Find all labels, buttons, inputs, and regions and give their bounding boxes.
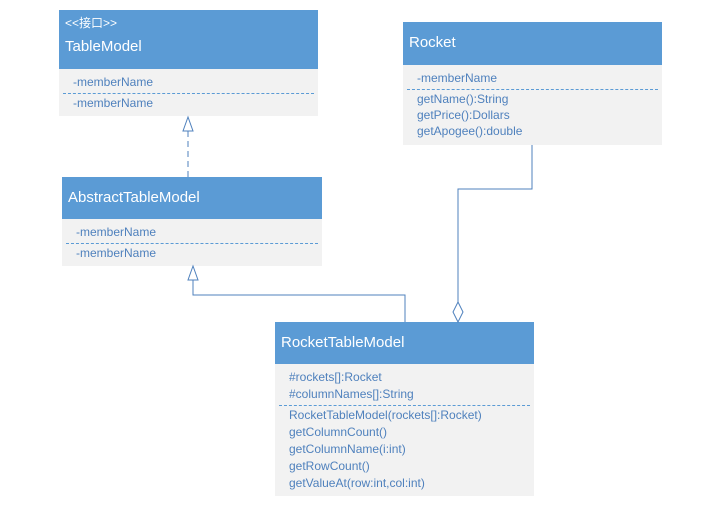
operation: getApogee():double: [417, 124, 523, 138]
class-tablemodel[interactable]: <<接口>> TableModel -memberName -memberNam…: [59, 10, 318, 116]
attribute: -memberName: [73, 75, 154, 89]
attribute: -memberName: [76, 225, 157, 239]
attribute: #rockets[]:Rocket: [289, 370, 382, 384]
generalization-arrowhead: [187, 264, 199, 281]
stereotype-label: <<接口>>: [65, 16, 118, 30]
generalization-line: [192, 280, 406, 322]
class-name: TableModel: [65, 38, 142, 55]
operation: getRowCount(): [289, 459, 370, 473]
compartment-divider: [66, 243, 318, 244]
aggregation-diamond: [452, 300, 464, 324]
compartment-divider: [407, 89, 658, 90]
attribute: #columnNames[]:String: [289, 387, 414, 401]
operation: getName():String: [417, 92, 509, 106]
compartment-divider: [63, 93, 314, 94]
class-header: AbstractTableModel: [62, 177, 322, 219]
class-name: AbstractTableModel: [68, 189, 200, 206]
class-name: Rocket: [409, 34, 456, 51]
class-header: Rocket: [403, 22, 662, 65]
operation: -memberName: [73, 96, 154, 110]
operation: getPrice():Dollars: [417, 108, 510, 122]
class-header: <<接口>> TableModel: [59, 10, 318, 69]
class-name: RocketTableModel: [281, 334, 405, 351]
operation: -memberName: [76, 246, 157, 260]
aggregation-line: [457, 145, 533, 302]
attribute: -memberName: [417, 71, 498, 85]
operation: getColumnCount(): [289, 425, 388, 439]
operation: getValueAt(row:int,col:int): [289, 476, 425, 490]
operation: RocketTableModel(rockets[]:Rocket): [289, 408, 482, 422]
class-abstracttablemodel[interactable]: AbstractTableModel -memberName -memberNa…: [62, 177, 322, 266]
compartment-divider: [279, 405, 530, 406]
operation: getColumnName(i:int): [289, 442, 406, 456]
class-header: RocketTableModel: [275, 322, 534, 364]
class-rocket[interactable]: Rocket -memberName getName():String getP…: [403, 22, 662, 145]
realization-arrowhead: [182, 115, 194, 132]
class-rockettablemodel[interactable]: RocketTableModel #rockets[]:Rocket #colu…: [275, 322, 534, 496]
